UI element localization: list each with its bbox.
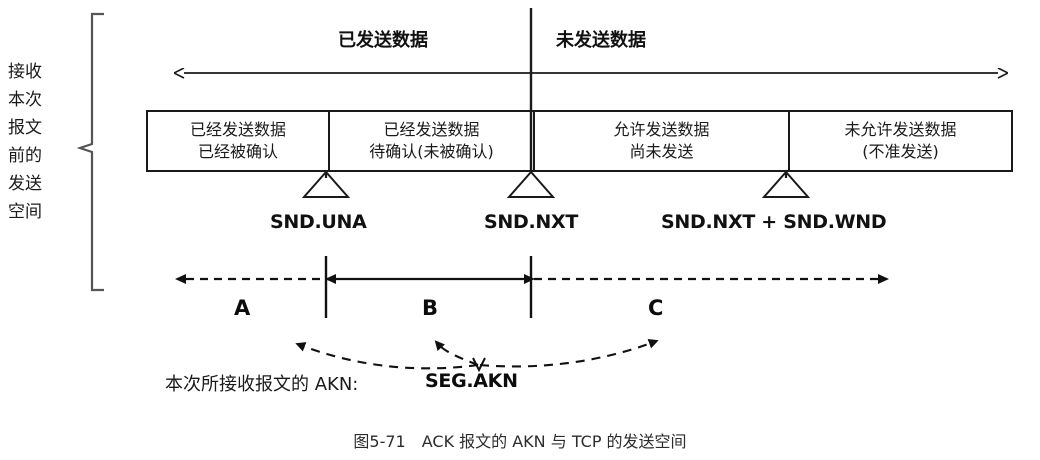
snd-una-triangle-icon: [301, 170, 351, 198]
pointer-label-snd-nxt-plus-snd-wnd: SND.NXT + SND.WND: [661, 211, 887, 233]
region-boundary-nxt-line: [529, 256, 533, 318]
window-cell-unacked-line2: 待确认(未被确认): [369, 142, 494, 161]
window-cell-unacked: 已经发送数据 待确认(未被确认): [328, 112, 533, 170]
window-cell-allowed: 允许发送数据 尚未发送: [533, 112, 788, 170]
heading-sent-data: 已发送数据: [338, 30, 428, 51]
heading-unsent-data: 未发送数据: [556, 30, 646, 51]
figure-caption: 图5-71 ACK 报文的 AKN 与 TCP 的发送空间: [353, 432, 687, 451]
send-space-description-label: 接收 本次 报文 前的 发送 空间: [8, 62, 42, 222]
window-cell-disallowed-line1: 未允许发送数据: [844, 120, 957, 139]
akn-annotation-label: 本次所接收报文的 AKN:: [165, 374, 359, 395]
segment-label-b: B: [422, 296, 439, 320]
region-boundary-una-line: [324, 256, 328, 318]
snd-nxt-divider-line: [529, 8, 533, 176]
window-cell-allowed-line2: 尚未发送: [629, 142, 694, 161]
window-cell-acked-line1: 已经发送数据: [189, 120, 286, 139]
window-cell-unacked-line1: 已经发送数据: [383, 120, 480, 139]
pointer-label-snd-una: SND.UNA: [270, 211, 367, 233]
region-b-solid-arrow: [325, 274, 535, 284]
pointer-label-snd-nxt: SND.NXT: [484, 211, 578, 233]
snd-nxt-plus-wnd-triangle-icon: [761, 170, 811, 198]
akn-annotation-value: SEG.AKN: [425, 370, 518, 392]
window-cell-allowed-line1: 允许发送数据: [613, 120, 710, 139]
window-cell-disallowed: 未允许发送数据 (不准发送): [788, 112, 1011, 170]
window-cell-acked-line2: 已经被确认: [197, 142, 278, 161]
segment-label-a: A: [234, 296, 251, 320]
send-space-brace-icon: [76, 12, 104, 292]
akn-connector-curves: [295, 339, 659, 373]
region-a-dashed-arrow: [175, 274, 328, 284]
send-space-window-box: 已经发送数据 已经被确认 已经发送数据 待确认(未被确认) 允许发送数据 尚未发…: [146, 110, 1013, 172]
window-cell-disallowed-line2: (不准发送): [862, 142, 939, 161]
region-c-dashed-arrow: [534, 274, 889, 284]
snd-wnd-tick: [784, 170, 788, 178]
window-span-arrow: [176, 62, 1006, 86]
window-cell-acked: 已经发送数据 已经被确认: [148, 112, 328, 170]
snd-nxt-triangle-icon: [506, 170, 556, 198]
segment-label-c: C: [648, 296, 664, 320]
snd-una-tick: [324, 170, 328, 178]
